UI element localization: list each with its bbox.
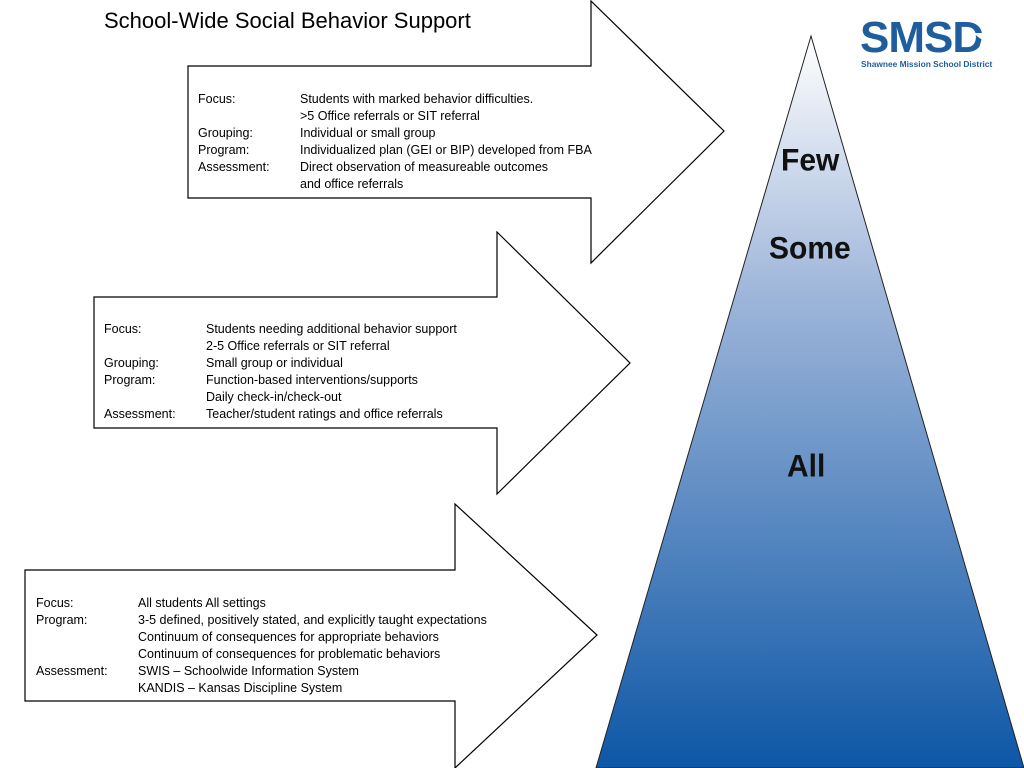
- smsd-logo: SMSD Shawnee Mission School District: [860, 14, 1002, 74]
- tier-label-all: All: [787, 449, 826, 484]
- row-label: Focus:: [36, 596, 74, 610]
- row-text: >5 Office referrals or SIT referral: [300, 109, 480, 123]
- arrow-middle: [93, 230, 631, 496]
- row-label: Focus:: [104, 322, 142, 336]
- row-text: KANDIS – Kansas Discipline System: [138, 681, 343, 695]
- row-text: Individual or small group: [300, 126, 436, 140]
- row-text: Daily check-in/check-out: [206, 390, 342, 404]
- tier-label-few: Few: [781, 143, 840, 178]
- row-label: Focus:: [198, 92, 236, 106]
- row-text: Continuum of consequences for appropriat…: [138, 630, 439, 644]
- tier-label-some: Some: [769, 231, 851, 266]
- row-label: Assessment:: [198, 160, 270, 174]
- pyramid: [595, 34, 1024, 768]
- logo-wordmark: SMSD: [860, 13, 984, 62]
- row-label: Program:: [36, 613, 88, 627]
- row-text: 3-5 defined, positively stated, and expl…: [138, 613, 487, 627]
- row-text: Direct observation of measureable outcom…: [300, 160, 549, 174]
- row-label: Program:: [104, 373, 156, 387]
- row-label: Assessment:: [104, 407, 176, 421]
- row-text: Continuum of consequences for problemati…: [138, 647, 441, 661]
- row-text: Students needing additional behavior sup…: [206, 322, 457, 336]
- page-title: School-Wide Social Behavior Support: [104, 8, 471, 33]
- star-icon: [973, 23, 1001, 50]
- arrow-bottom: [24, 502, 598, 768]
- row-label: Assessment:: [36, 664, 108, 678]
- row-text: and office referrals: [300, 177, 404, 191]
- row-text: Individualized plan (GEI or BIP) develop…: [300, 143, 592, 157]
- row-label: Program:: [198, 143, 250, 157]
- row-text: 2-5 Office referrals or SIT referral: [206, 339, 390, 353]
- row-text: Teacher/student ratings and office refer…: [206, 407, 443, 421]
- row-text: SWIS – Schoolwide Information System: [138, 664, 359, 678]
- row-text: Small group or individual: [206, 356, 343, 370]
- row-label: Grouping:: [198, 126, 253, 140]
- row-text: All students All settings: [138, 596, 266, 610]
- logo-subtitle: Shawnee Mission School District: [861, 59, 993, 69]
- arrow-top: [187, 0, 725, 265]
- row-label: Grouping:: [104, 356, 159, 370]
- row-text: Students with marked behavior difficulti…: [300, 92, 534, 106]
- row-text: Function-based interventions/supports: [206, 373, 418, 387]
